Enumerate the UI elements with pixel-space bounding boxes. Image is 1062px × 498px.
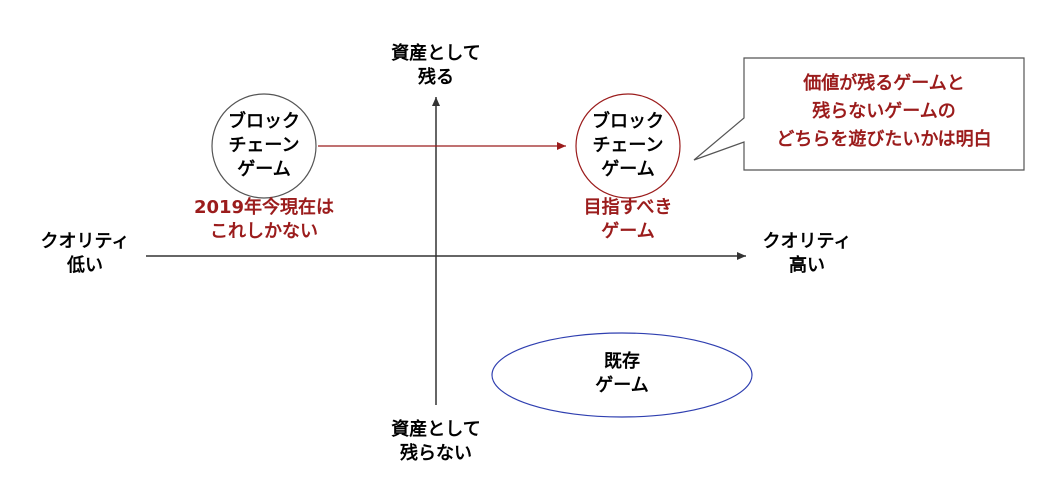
current-blockchain-game-label: ブロック チェーン ゲーム — [228, 111, 300, 180]
axis-left-label: クオリティ 低い — [40, 231, 130, 276]
target-blockchain-game-caption: 目指すべき ゲーム — [583, 197, 673, 242]
existing-games-ellipse — [491, 332, 753, 418]
callout-text: 価値が残るゲームと 残らないゲームの どちらを遊びたいかは明白 — [776, 73, 992, 150]
axis-bottom-label: 資産として 残らない — [391, 419, 481, 464]
target-blockchain-game-circle — [575, 93, 681, 199]
target-blockchain-game-label: ブロック チェーン ゲーム — [592, 111, 664, 180]
axis-top-label: 資産として 残る — [391, 43, 481, 88]
callout-box — [693, 57, 1025, 171]
current-blockchain-game-caption: 2019年今現在は これしかない — [193, 197, 335, 242]
existing-games-label: 既存 ゲーム — [595, 351, 649, 396]
axis-right-label: クオリティ 高い — [762, 231, 852, 276]
current-blockchain-game-circle — [211, 93, 317, 199]
